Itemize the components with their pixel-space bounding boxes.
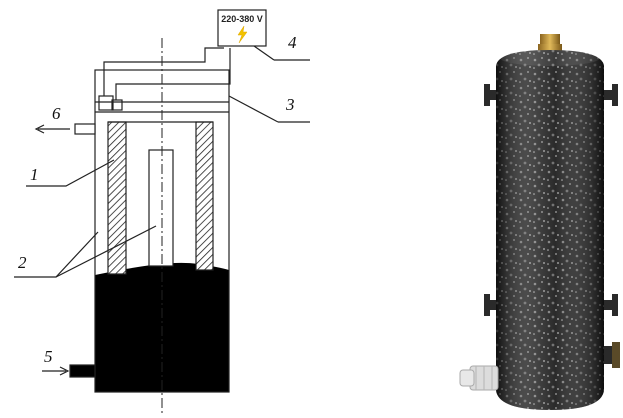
- power-supply-label: 220-380 V: [221, 14, 263, 24]
- leader-line: [228, 95, 279, 123]
- callout-1: 1: [30, 165, 39, 184]
- terminal-block: [111, 99, 123, 111]
- power-supply-box: 220-380 V: [217, 9, 267, 47]
- terminal-block: [98, 95, 114, 111]
- inner-electrode: [148, 149, 174, 267]
- leader-line: [14, 231, 99, 278]
- outer-electrode-right: [195, 121, 214, 271]
- leader-line: [253, 45, 275, 61]
- callout-6: 6: [52, 104, 61, 123]
- callout-4: 4: [288, 33, 297, 52]
- mounting-bracket: [484, 84, 618, 316]
- callout-3: 3: [285, 95, 295, 114]
- leader-line: [26, 159, 115, 187]
- lightning-bolt-icon: [237, 25, 248, 44]
- power-wire: [103, 47, 224, 96]
- outlet-arrow: [34, 124, 70, 134]
- inlet-arrow: [42, 366, 70, 376]
- outlet-pipe: [74, 123, 96, 135]
- boiler-photo: [459, 34, 620, 410]
- outer-electrode-left: [107, 121, 127, 275]
- callout-2: 2: [18, 253, 27, 272]
- top-dome-highlight: [500, 50, 600, 66]
- callout-5: 5: [44, 347, 53, 366]
- inlet-pipe: [69, 364, 96, 378]
- brass-cap: [538, 34, 562, 52]
- leader-line: [55, 225, 157, 278]
- boiler-schematic: [14, 38, 310, 414]
- power-wire: [115, 48, 231, 100]
- cable-gland: [459, 365, 499, 391]
